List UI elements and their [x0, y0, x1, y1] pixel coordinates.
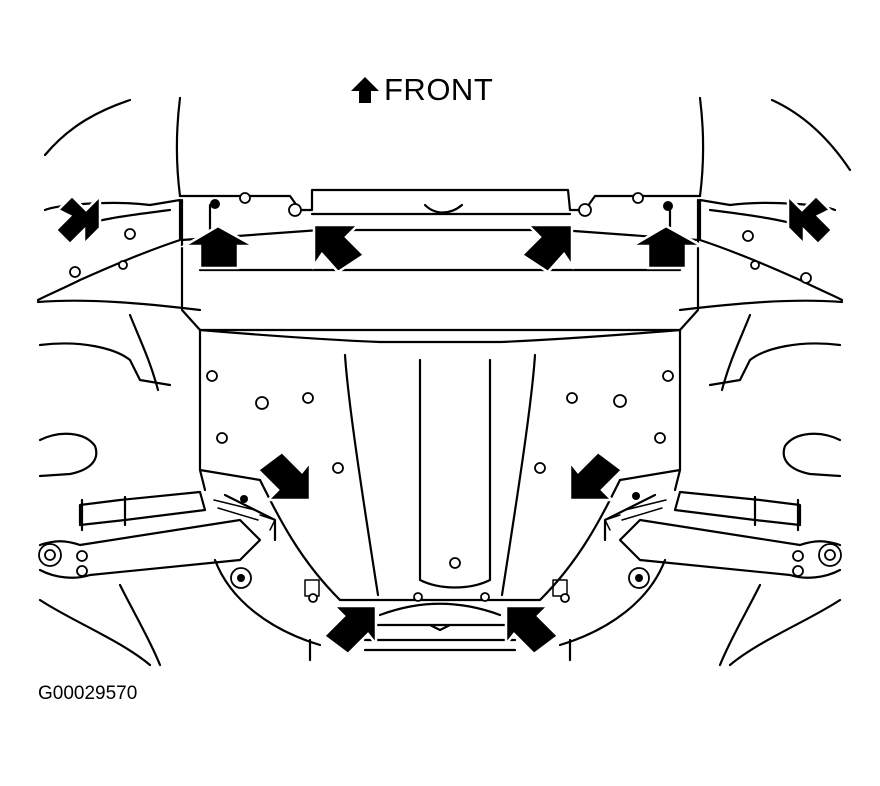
solid-arrow-icon: [179, 224, 259, 270]
solid-arrow-icon: [256, 450, 312, 502]
wheel-well-arcs: [43, 96, 852, 198]
rear-crossmember: [240, 492, 640, 662]
front-direction-label: FRONT: [350, 70, 493, 110]
solid-arrow-icon: [504, 604, 560, 656]
solid-arrow-icon: [786, 192, 834, 248]
right-suspension-arm: [558, 490, 842, 647]
under-cover-panel: [180, 198, 700, 602]
callout-arrows: [54, 192, 834, 656]
left-body-panel: [36, 198, 202, 478]
cover-bolt-holes: [69, 192, 812, 569]
figure-code: G00029570: [38, 683, 138, 704]
left-suspension-arm: [38, 490, 322, 647]
front-crossmember: [178, 188, 702, 272]
up-arrow-icon: [351, 77, 379, 103]
solid-arrow-icon: [568, 450, 624, 502]
front-text: FRONT: [384, 72, 494, 107]
solid-arrow-icon: [322, 604, 378, 656]
solid-arrow-icon: [54, 192, 102, 248]
tire-outlines: [38, 583, 842, 667]
solid-arrow-icon: [520, 223, 574, 274]
solid-arrow-icon: [312, 223, 366, 274]
solid-arrow-icon: [627, 224, 707, 270]
